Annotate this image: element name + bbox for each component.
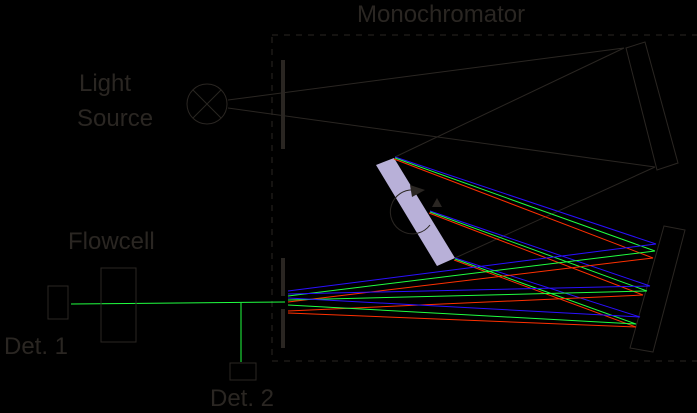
white-light-rays: [227, 47, 656, 259]
focusing-mirror: [629, 225, 686, 353]
lamp-icon: [186, 83, 228, 125]
diffraction-grating: [376, 158, 455, 266]
exit-slit-lower: [281, 309, 285, 348]
collimating-mirror: [625, 41, 679, 171]
flowcell: [100, 267, 137, 343]
detector-1: [47, 285, 69, 320]
exit-slit-upper: [281, 258, 285, 296]
label-monochromator: Monochromator: [357, 1, 526, 28]
label-light-source-1: Light: [79, 70, 132, 97]
label-det2: Det. 2: [210, 385, 275, 412]
label-light-source-2: Source: [77, 105, 154, 132]
label-flowcell: Flowcell: [68, 228, 155, 255]
monochromator-enclosure: [271, 34, 697, 362]
detector-2: [229, 362, 257, 381]
rotation-arrow-icon: [389, 185, 442, 235]
label-det1: Det. 1: [4, 333, 69, 360]
entrance-slit: [281, 60, 285, 149]
dispersed-rays: [287, 156, 657, 328]
output-beam: [70, 301, 286, 362]
